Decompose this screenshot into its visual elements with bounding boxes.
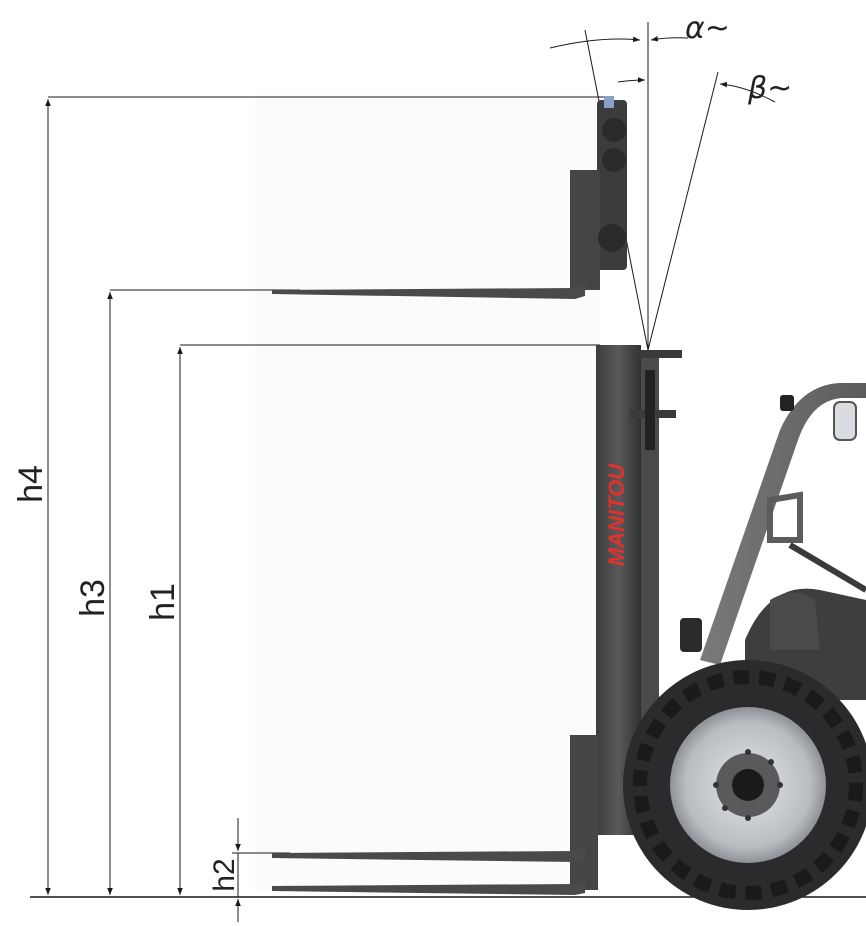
dimension-h1: h1 <box>144 344 600 895</box>
beta-label: β~ <box>747 71 792 106</box>
h4-label: h4 <box>12 465 50 503</box>
h3-label: h3 <box>74 579 112 617</box>
dimension-h3: h3 <box>74 289 300 895</box>
lowered-fork-carriage <box>272 735 598 895</box>
lowered-fork-tine-upper <box>272 846 585 862</box>
dimension-h2: h2 <box>208 818 290 922</box>
front-wheel <box>623 660 866 910</box>
mast-brand-text: MANITOU <box>604 463 629 566</box>
raised-fork-tine <box>272 282 585 299</box>
operator-cab <box>680 383 866 700</box>
background-panel <box>255 95 600 890</box>
alpha-label: α~ <box>685 11 730 46</box>
dimension-h4: h4 <box>12 96 610 895</box>
lowered-fork-tine-lower <box>272 879 585 895</box>
raised-fork-carriage <box>272 96 627 299</box>
h1-label: h1 <box>144 583 182 621</box>
h2-label: h2 <box>208 858 241 891</box>
